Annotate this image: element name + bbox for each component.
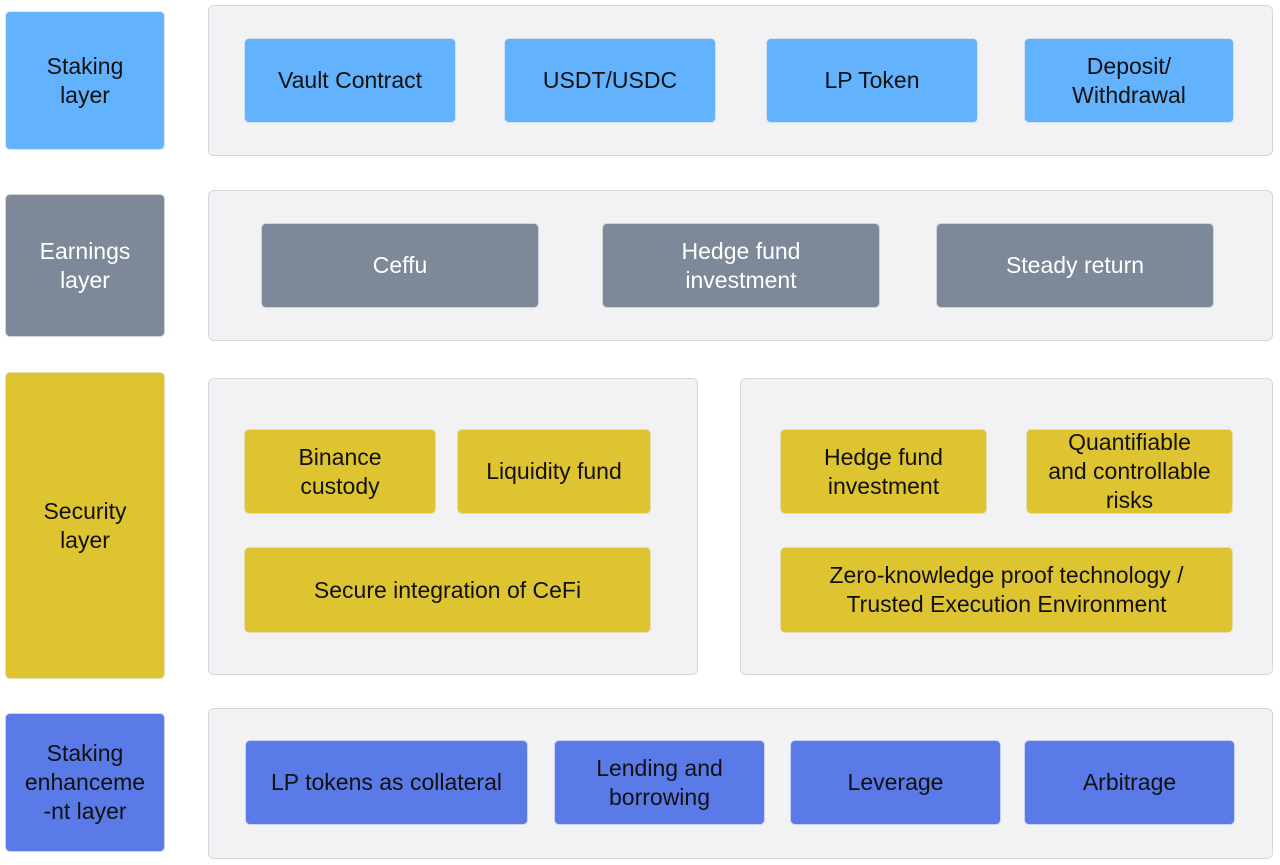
liquidity-fund-box: Liquidity fund (457, 429, 651, 514)
lp-token-box: LP Token (766, 38, 978, 123)
binance-custody-box: Binance custody (244, 429, 436, 514)
earnings-layer-label: Earnings layer (5, 194, 165, 337)
usdt-usdc-box: USDT/USDC (504, 38, 716, 123)
hedge-fund-investment-security-box: Hedge fund investment (780, 429, 987, 514)
zero-knowledge-tee-box: Zero-knowledge proof technology / Truste… (780, 547, 1233, 633)
leverage-box: Leverage (790, 740, 1001, 825)
staking-enhancement-layer-label: Staking enhanceme -nt layer (5, 713, 165, 852)
steady-return-box: Steady return (936, 223, 1214, 308)
vault-contract-box: Vault Contract (244, 38, 456, 123)
arbitrage-box: Arbitrage (1024, 740, 1235, 825)
deposit-withdrawal-box: Deposit/ Withdrawal (1024, 38, 1234, 123)
hedge-fund-investment-box: Hedge fund investment (602, 223, 880, 308)
staking-layer-label: Staking layer (5, 11, 165, 150)
quantifiable-risks-box: Quantifiable and controllable risks (1026, 429, 1233, 514)
lp-tokens-collateral-box: LP tokens as collateral (245, 740, 528, 825)
lending-borrowing-box: Lending and borrowing (554, 740, 765, 825)
ceffu-box: Ceffu (261, 223, 539, 308)
security-layer-label: Security layer (5, 372, 165, 679)
secure-integration-cefi-box: Secure integration of CeFi (244, 547, 651, 633)
